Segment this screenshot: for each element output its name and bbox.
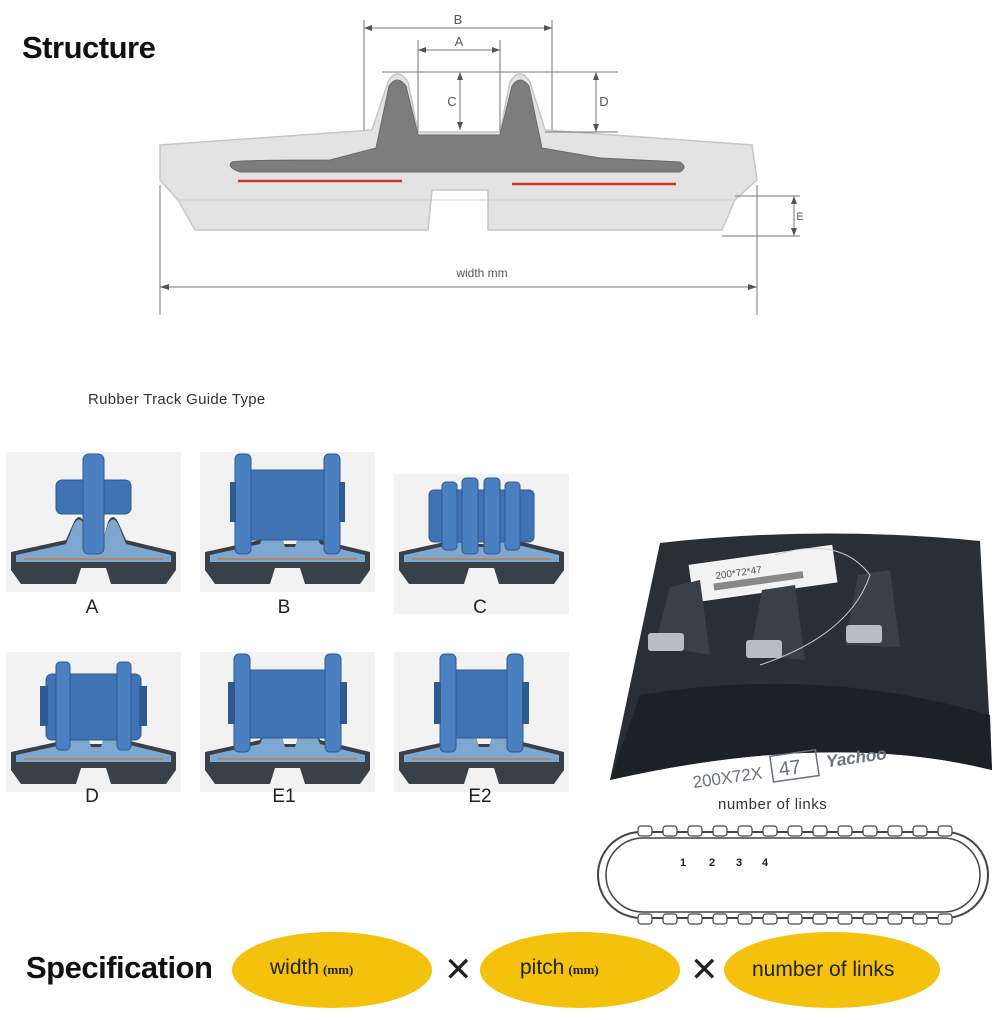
- guide-tile-d: [6, 652, 181, 792]
- link-lug: [812, 825, 828, 837]
- guide-label-c: C: [473, 597, 487, 618]
- link-lug: [662, 825, 678, 837]
- link-lug: [762, 825, 778, 837]
- spec-width: width(mm): [270, 956, 353, 980]
- spec-pitch-unit: (mm): [568, 962, 599, 977]
- link-lug: [812, 913, 828, 925]
- dimension-label-b: B: [454, 12, 463, 27]
- guide-tile-e1: [200, 652, 375, 792]
- link-lug: [862, 913, 878, 925]
- photo-marking-size: 200X72X: [691, 764, 763, 793]
- guide-label-e2: E2: [468, 786, 492, 807]
- link-number-4: 4: [762, 857, 769, 869]
- link-lug: [887, 913, 903, 925]
- link-lug: [687, 825, 703, 837]
- link-lug: [787, 913, 803, 925]
- dimension-label-width: width mm: [455, 266, 507, 280]
- photo-marking-links: 47: [777, 756, 802, 781]
- spec-pitch-label: pitch: [520, 956, 565, 979]
- guide-label-e1: E1: [272, 786, 296, 807]
- dimension-label-e: E: [796, 211, 803, 223]
- link-lug: [737, 913, 753, 925]
- link-lug: [937, 825, 953, 837]
- link-lug: [837, 913, 853, 925]
- link-lug: [737, 825, 753, 837]
- link-lug: [787, 825, 803, 837]
- link-lug: [712, 913, 728, 925]
- times-symbol-1: ✕: [444, 951, 473, 989]
- link-lug: [837, 825, 853, 837]
- link-lug: [712, 825, 728, 837]
- link-lug: [662, 913, 678, 925]
- guide-tile-a: [6, 452, 181, 592]
- dimension-label-d: D: [599, 94, 608, 109]
- times-symbol-2: ✕: [690, 951, 719, 989]
- spec-width-unit: (mm): [323, 962, 354, 977]
- link-lug: [912, 913, 928, 925]
- metal-core: [229, 79, 685, 173]
- link-lug: [862, 825, 878, 837]
- guide-tile-c: [394, 474, 569, 614]
- link-lug: [762, 913, 778, 925]
- guide-type-title: Rubber Track Guide Type: [88, 391, 266, 408]
- structure-title: Structure: [22, 30, 156, 65]
- guide-tile-e2: [394, 652, 569, 792]
- link-lug: [687, 913, 703, 925]
- link-number-3: 3: [736, 857, 742, 869]
- link-lug: [637, 913, 653, 925]
- links-caption: number of links: [718, 796, 828, 813]
- guide-label-a: A: [85, 597, 99, 618]
- link-number-1: 1: [680, 857, 686, 869]
- link-lug: [912, 825, 928, 837]
- links-diagram: 1 2 3 4: [597, 825, 989, 925]
- guide-tile-b: [200, 452, 375, 592]
- spec-width-label: width: [270, 956, 320, 979]
- spec-links-label: number of links: [752, 958, 895, 981]
- spec-links-oval: [724, 932, 940, 1008]
- link-lug: [937, 913, 953, 925]
- structure-diagram: B A C D E width mm: [159, 12, 804, 315]
- spec-width-oval: [232, 932, 432, 1008]
- link-lug: [637, 825, 653, 837]
- dimension-label-c: C: [447, 94, 456, 109]
- dimension-label-a: A: [455, 34, 464, 49]
- link-number-2: 2: [709, 857, 715, 869]
- guide-label-d: D: [85, 786, 99, 807]
- spec-pitch-oval: [480, 932, 680, 1008]
- track-photo: 200*72*47 200X72X 47 Yachoo: [610, 533, 992, 793]
- guide-label-b: B: [277, 597, 291, 618]
- spec-title: Specification: [26, 950, 213, 985]
- link-lug: [887, 825, 903, 837]
- spec-pitch: pitch(mm): [520, 956, 599, 980]
